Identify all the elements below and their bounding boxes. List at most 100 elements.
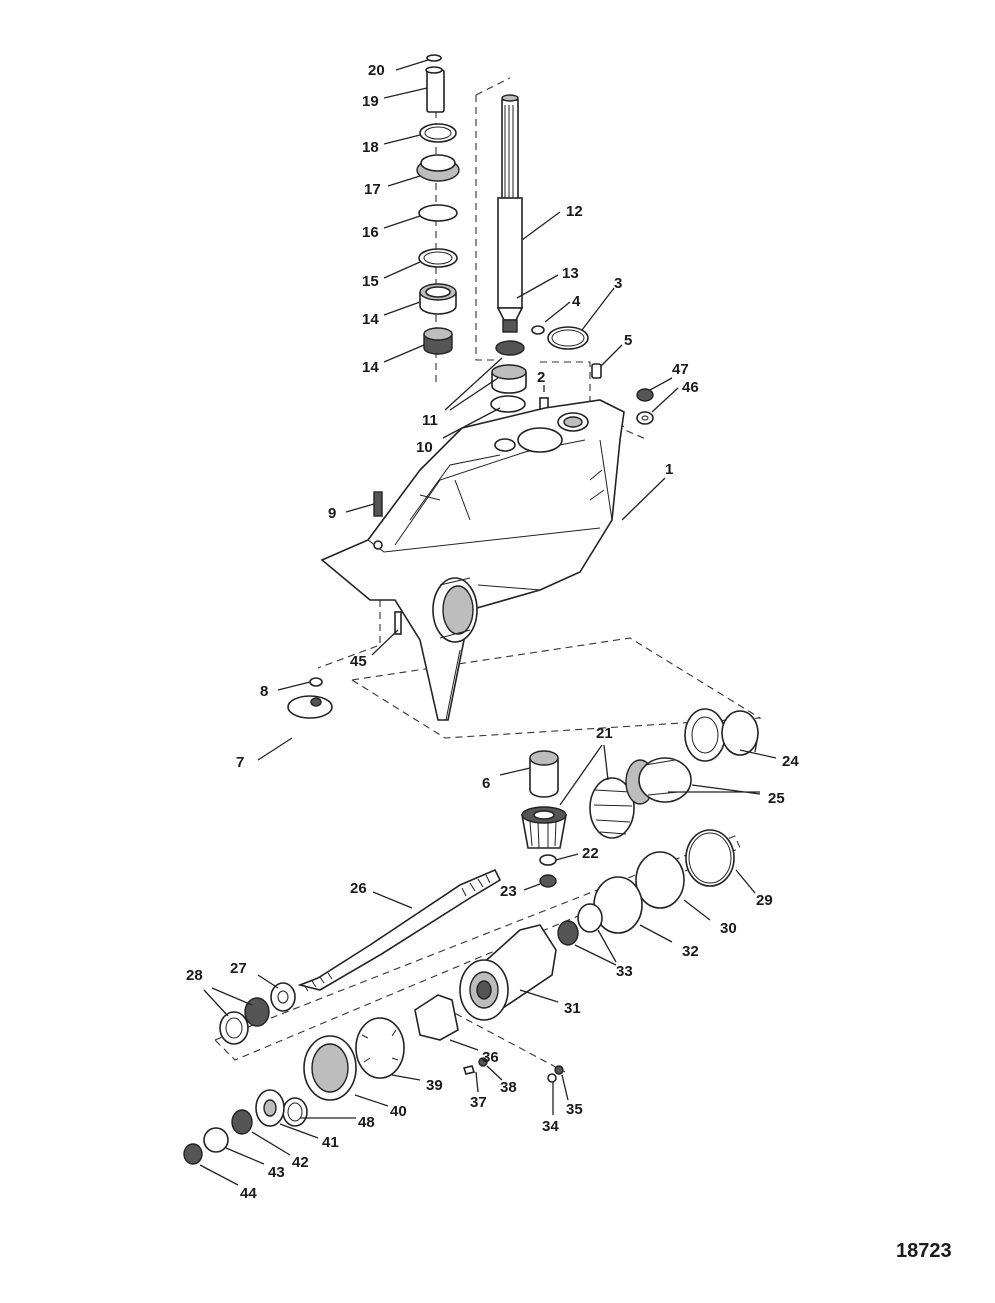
callout-labels: 20 19 18 17 16 15 14 14 12 13 4 3 5 2 11… [186,62,799,1202]
part-29-oring [685,829,735,887]
callout-26: 26 [350,880,367,897]
part-28-bearing-cup [219,1011,249,1045]
part-26-propeller-shaft [297,868,502,991]
callout-40: 40 [390,1103,407,1120]
callout-14-lower: 14 [362,359,379,376]
callout-14-upper: 14 [362,311,379,328]
part-21-forward-gear [589,777,635,839]
driveshaft [496,94,524,333]
callout-43: 43 [268,1164,285,1181]
callout-18: 18 [362,139,379,156]
part-3-oring [547,326,589,350]
callout-2: 2 [537,369,545,386]
callout-21: 21 [596,725,613,742]
callout-31: 31 [564,1000,581,1017]
part-23-nut [539,874,557,888]
callout-16: 16 [362,224,379,241]
callout-32: 32 [682,943,699,960]
figure-number: 18723 [896,1240,952,1262]
part-8-washer [309,677,323,687]
callout-46: 46 [682,379,699,396]
callout-23: 23 [500,883,517,900]
callout-36: 36 [482,1049,499,1066]
part-4-washer [531,325,545,335]
callout-29: 29 [756,892,773,909]
callout-12: 12 [566,203,583,220]
callout-7: 7 [236,754,244,771]
callout-15: 15 [362,273,379,290]
callout-42: 42 [292,1154,309,1171]
callout-13: 13 [562,265,579,282]
part-34-screw [547,1073,557,1083]
part-19-sleeve [426,69,445,113]
part-46-washer [636,411,654,425]
callout-35: 35 [566,1101,583,1118]
callout-25: 25 [768,790,785,807]
part-33-seal [577,903,603,933]
part-47-nut [636,388,654,402]
callout-3: 3 [614,275,622,292]
part-38-washer [478,1057,488,1067]
callout-9: 9 [328,505,336,522]
part-9-screw [373,491,383,517]
callout-4: 4 [572,293,581,310]
callout-41: 41 [322,1134,339,1151]
gear-housing [320,399,625,721]
callout-44: 44 [240,1185,257,1202]
part-30-shim [635,851,685,909]
part-42-washer [231,1109,253,1135]
part-6-bearing [529,758,559,798]
part-48-washer [282,1097,308,1127]
part-11-bearing [495,340,525,356]
part-45-screw [394,611,402,635]
callout-1: 1 [665,461,673,478]
part-27-washer [270,982,296,1012]
callout-24: 24 [782,753,799,770]
part-13-pinion-splines [502,319,518,333]
driveshaft-upper-splines [501,99,519,201]
part-43-tab-washer [203,1127,229,1153]
housing-fasteners [287,491,402,719]
callout-6: 6 [482,775,490,792]
part-24-shim [721,710,759,756]
callout-10: 10 [416,439,433,456]
part-22-washer [539,854,557,866]
callout-38: 38 [500,1079,517,1096]
part-20-retainer [426,54,442,62]
part-44-prop-nut [183,1143,203,1165]
part-39-tab-washer [355,1017,405,1079]
callout-33: 33 [616,963,633,980]
part-12-driveshaft [497,197,523,309]
callout-17: 17 [364,181,381,198]
callout-30: 30 [720,920,737,937]
part-36-retainer [414,994,459,1041]
callout-34: 34 [542,1118,559,1135]
callout-28: 28 [186,967,203,984]
leader-lines [199,59,777,1186]
callout-39: 39 [426,1077,443,1094]
callout-47: 47 [672,361,689,378]
callout-45: 45 [350,653,367,670]
callout-22: 22 [582,845,599,862]
part-1-housing [320,399,625,721]
callout-20: 20 [368,62,385,79]
callout-5: 5 [624,332,632,349]
part-28-bearing [244,997,270,1027]
part-33-seal-inner [557,920,579,946]
part-35-washer [554,1065,564,1075]
part-16-shim [418,204,458,222]
callout-19: 19 [362,93,379,110]
bearing-carrier-assembly [282,829,735,1127]
propeller-hardware [183,1089,285,1165]
propeller-shaft-assembly [219,868,502,1045]
callout-48: 48 [358,1114,375,1131]
gear-set [521,708,759,888]
part-5-pin [591,363,602,379]
callout-27: 27 [230,960,247,977]
part-7-anode [287,695,333,719]
part-37-screw [462,1065,476,1075]
callout-37: 37 [470,1094,487,1111]
callout-11: 11 [422,412,438,429]
